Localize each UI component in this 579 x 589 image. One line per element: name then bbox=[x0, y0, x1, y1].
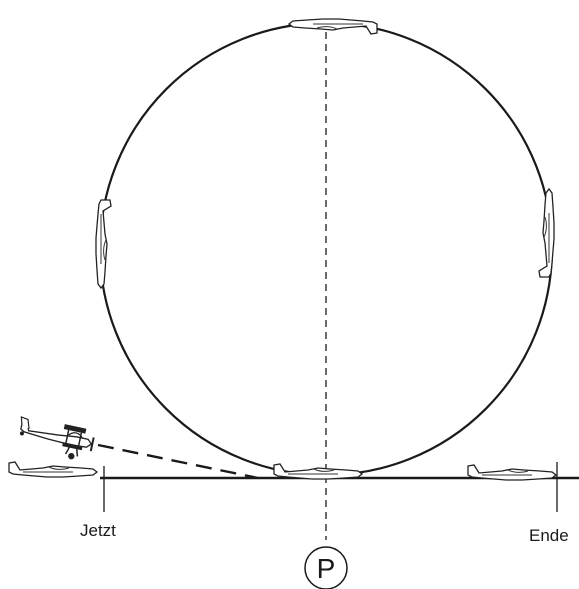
glider-icon-top bbox=[289, 19, 377, 34]
end-label: Ende bbox=[529, 526, 569, 545]
glider-icon-left bbox=[96, 200, 111, 288]
position-marker-label: P bbox=[317, 553, 336, 584]
approach-dashed-line bbox=[98, 445, 258, 478]
glider-icon-end bbox=[468, 465, 556, 480]
start-label: Jetzt bbox=[80, 521, 116, 540]
glider-icon-right bbox=[539, 189, 554, 277]
glider-icon-start bbox=[9, 462, 97, 477]
glider-icon-bottom bbox=[274, 464, 362, 479]
biplane-icon bbox=[15, 415, 95, 463]
